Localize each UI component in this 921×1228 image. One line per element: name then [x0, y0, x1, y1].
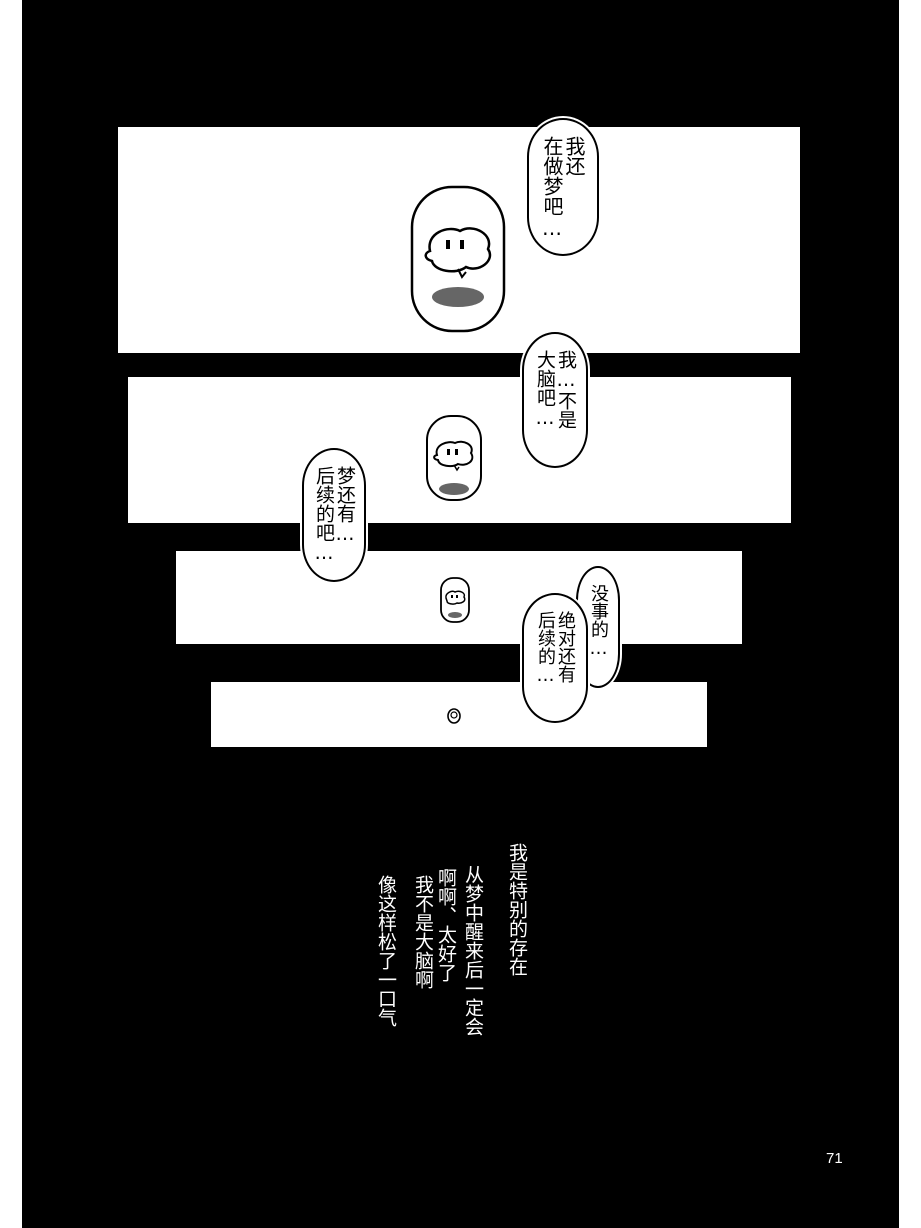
bubble-text-line-1: 没事的…: [588, 584, 609, 659]
bubble-text-line-2: 后续的吧…: [313, 466, 335, 564]
narration-line-5: 像这样松了一口气: [375, 875, 397, 1027]
bubble-text-line-1: 梦还有…: [334, 466, 356, 545]
bubble-text-line-1: 我…不是: [555, 350, 577, 429]
narration-line-3: 啊啊、太好了: [435, 868, 457, 982]
narration-line-2: 从梦中醒来后一定会: [462, 865, 484, 1036]
capsule-creature-icon: [410, 185, 506, 333]
bubble-text-line-2: 大脑吧…: [534, 350, 556, 429]
speech-bubble-panel1: 我还 在做梦吧…: [527, 118, 599, 256]
speech-bubble-panel3: 梦还有… 后续的吧…: [302, 448, 366, 582]
capsule-creature-icon: [440, 577, 470, 623]
narration-line-4: 我不是大脑啊: [412, 875, 434, 989]
narration-line-1: 我是特别的存在: [506, 843, 528, 976]
bubble-text-line-2: 在做梦吧…: [540, 136, 564, 240]
bubble-text-line-1: 我还: [562, 136, 586, 176]
bubble-text-line-2: 后续的…: [535, 611, 556, 686]
speech-bubble-panel2: 我…不是 大脑吧…: [522, 332, 588, 468]
capsule-creature-icon: [426, 415, 482, 501]
page-number: 71: [826, 1150, 843, 1167]
bubble-text-line-1: 绝对还有: [555, 611, 576, 683]
capsule-creature-icon: [447, 708, 461, 724]
speech-bubble-panel4-b: 绝对还有 后续的…: [522, 593, 588, 723]
